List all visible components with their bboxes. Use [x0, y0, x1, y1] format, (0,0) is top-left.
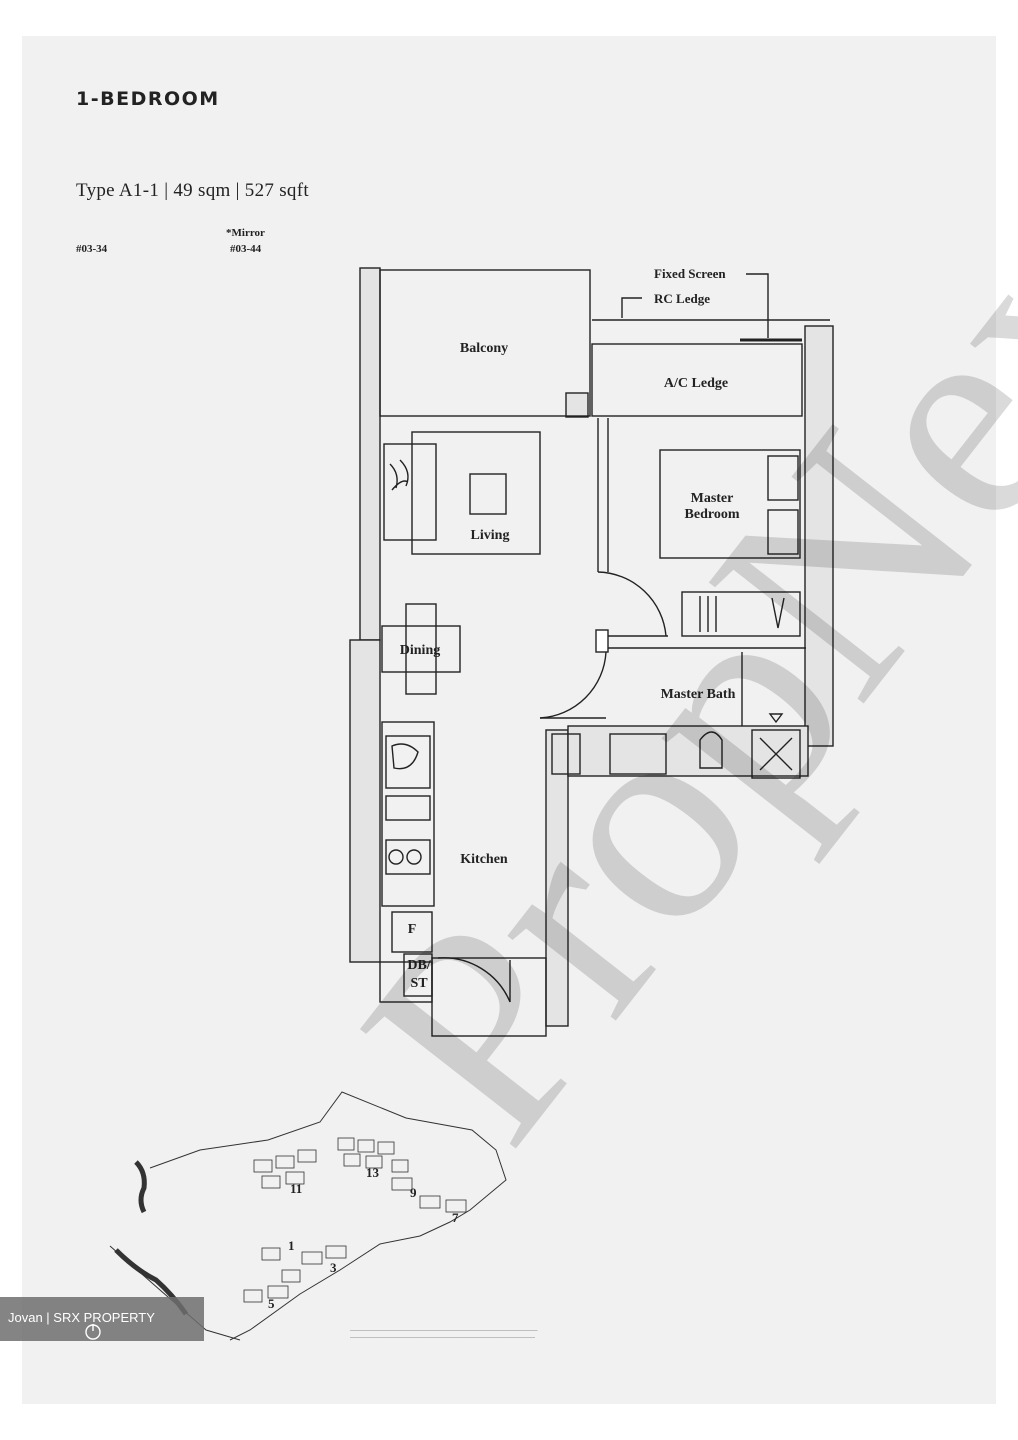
watermark: PropNex [299, 152, 1018, 1197]
room-label-ac-ledge: A/C Ledge [664, 376, 728, 391]
block-label: 5 [268, 1296, 275, 1311]
power-icon[interactable] [84, 1322, 102, 1340]
room-label-balcony: Balcony [460, 341, 508, 356]
ac-ledge-area [591, 343, 803, 417]
room-label-db-st-2: ST [410, 976, 428, 991]
annotation-fixed-screen: Fixed Screen [654, 266, 726, 281]
structural-walls [349, 267, 834, 1027]
mirror-label: *Mirror [226, 227, 265, 239]
room-label-living: Living [471, 528, 510, 543]
unit-number: #03-34 [76, 243, 108, 255]
block-label: 9 [410, 1185, 417, 1200]
block-label: 11 [290, 1181, 302, 1196]
room-label-master-bedroom-2: Bedroom [685, 507, 740, 522]
annotation-rc-ledge: RC Ledge [654, 291, 710, 306]
unit-type-line: Type A1-1 | 49 sqm | 527 sqft [76, 180, 309, 201]
agent-credit-bar: Jovan | SRX PROPERTY [0, 1297, 204, 1341]
room-label-master-bedroom-1: Master [691, 491, 734, 506]
page-title: 1-BEDROOM [76, 88, 220, 110]
block-label: 3 [330, 1260, 337, 1275]
room-label-dining: Dining [400, 643, 440, 658]
footnote-text: ________________________________________… [350, 1327, 538, 1339]
balcony-area [379, 269, 591, 417]
block-label: 1 [288, 1238, 295, 1253]
site-block-labels: 11 13 9 7 5 3 1 [268, 1165, 459, 1311]
agent-credit-label: Jovan | SRX PROPERTY [8, 1310, 155, 1325]
room-label-fridge: F [408, 922, 417, 937]
mirror-unit-number: #03-44 [230, 243, 262, 255]
block-label: 7 [452, 1210, 459, 1225]
block-label: 13 [366, 1165, 380, 1180]
room-label-master-bath: Master Bath [661, 687, 736, 702]
room-label-db-st-1: DB/ [407, 958, 431, 973]
room-label-kitchen: Kitchen [460, 852, 508, 867]
